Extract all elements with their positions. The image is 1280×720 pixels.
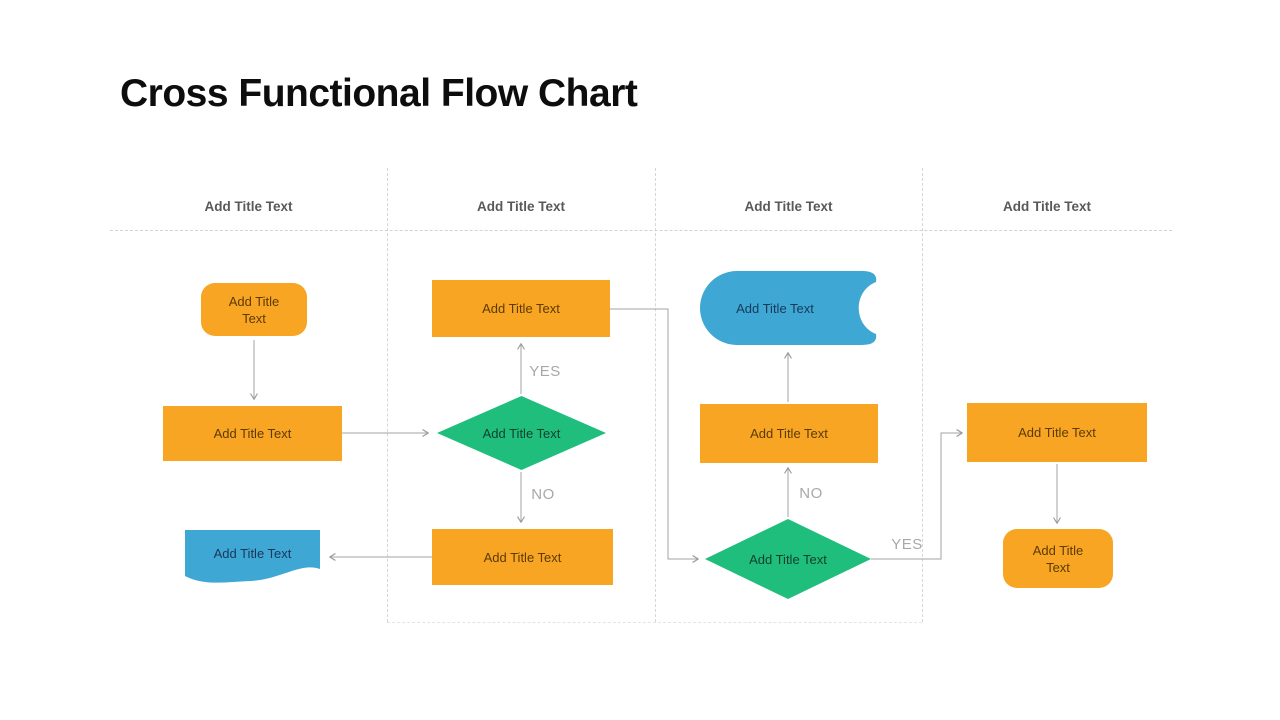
decision-node-n5 [437, 396, 606, 470]
lane-header-divider [110, 230, 1172, 231]
terminator-node-n1 [201, 283, 307, 336]
connector-n9-n10-yes [871, 429, 963, 560]
page-title: Cross Functional Flow Chart [120, 72, 638, 115]
process-node-n2 [163, 406, 342, 461]
lane-divider-vertical-1 [387, 168, 388, 622]
lane-header-1: Add Title Text [204, 199, 293, 214]
lane-header-4: Add Title Text [1002, 199, 1091, 214]
lane-header-2: Add Title Text [476, 199, 565, 214]
process-node-n4 [432, 280, 610, 337]
edge-label-no-lane3: NO [799, 485, 823, 502]
edge-label-no-lane2: NO [531, 486, 555, 503]
lane-divider-vertical-2 [655, 168, 656, 622]
lane-divider-vertical-3 [922, 168, 923, 622]
document-node-n3 [185, 530, 320, 583]
edge-label-yes-lane2: YES [529, 363, 561, 380]
process-node-n8 [700, 404, 878, 463]
edge-label-yes-lane3: YES [891, 536, 923, 553]
lane-header-3: Add Title Text [744, 199, 833, 214]
connector-n4-n9 [610, 308, 699, 563]
process-node-n10 [967, 403, 1147, 462]
terminator-node-n11 [1003, 529, 1113, 588]
decision-node-n9 [705, 519, 871, 599]
stored-data-node-n7 [700, 271, 877, 345]
lane-bottom-divider [387, 622, 922, 623]
process-node-n6 [432, 529, 613, 585]
